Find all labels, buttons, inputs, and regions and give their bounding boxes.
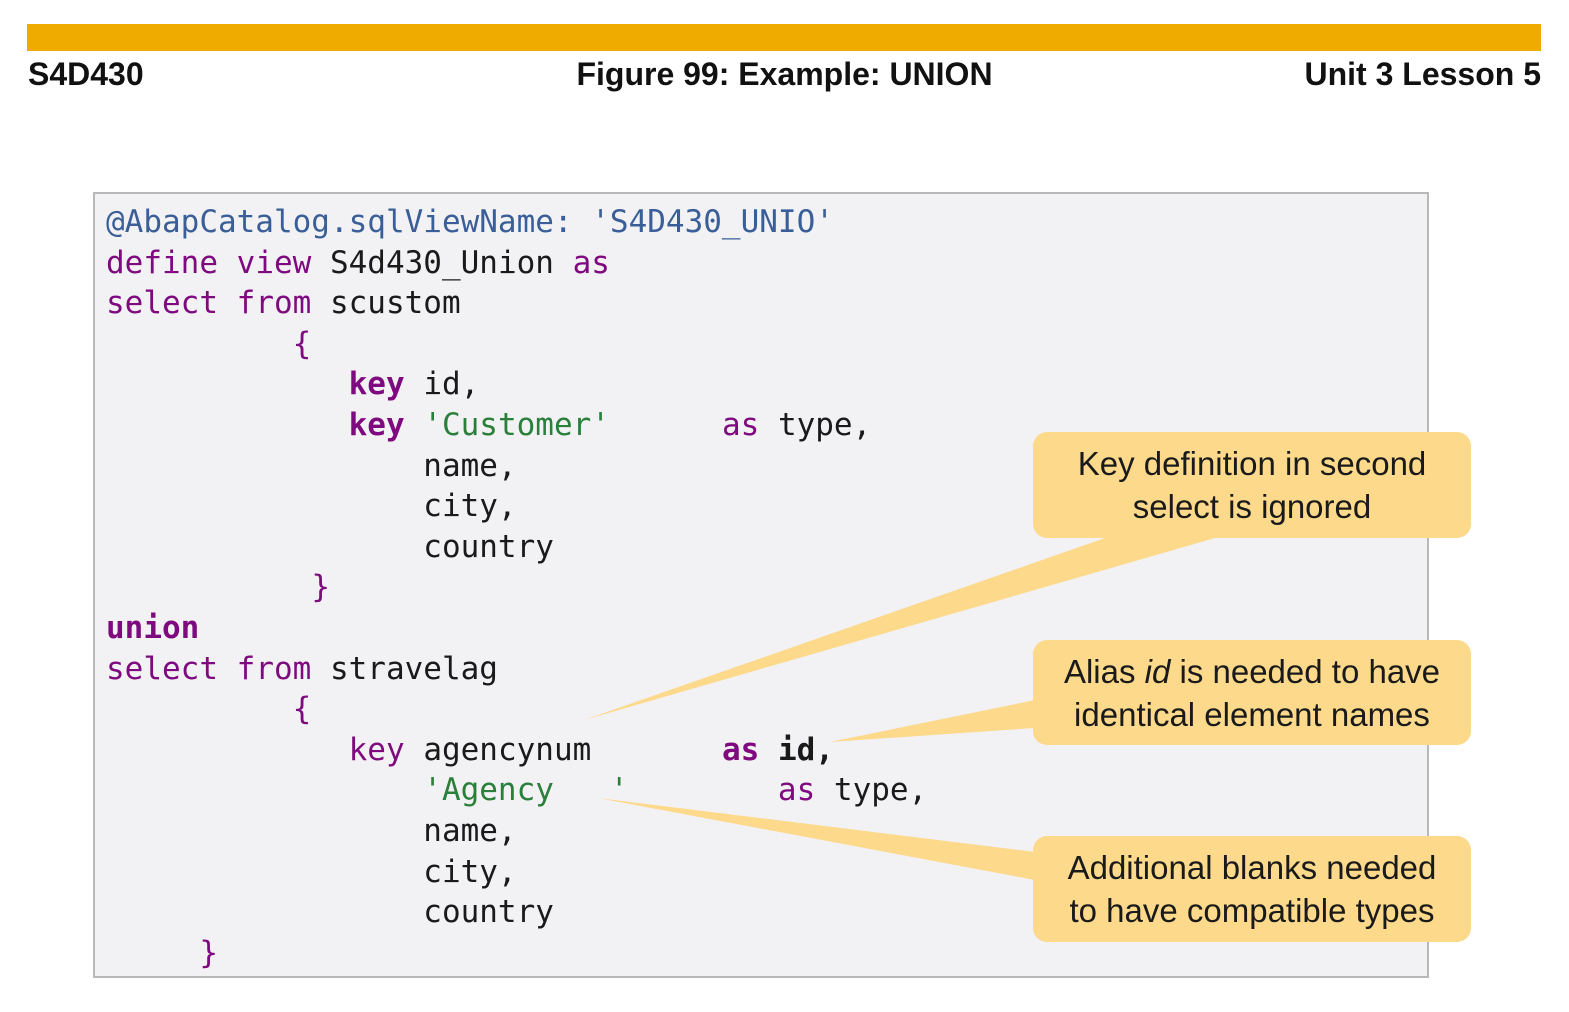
unit-lesson: Unit 3 Lesson 5 xyxy=(1304,56,1542,92)
code-line-3: select from scustom xyxy=(106,285,461,322)
callout-alias-line2: identical element names xyxy=(1074,695,1430,733)
code-line-7: name, xyxy=(423,447,517,484)
course-code: S4D430 xyxy=(28,56,144,92)
code-line-13: { xyxy=(292,691,312,728)
code-line-18: country xyxy=(423,894,554,931)
code-line-15: 'Agency ' as type, xyxy=(423,772,928,809)
callout-alias-post: is needed to have xyxy=(1170,652,1441,690)
code-line-4: { xyxy=(292,325,312,362)
cds-code-block: @AbapCatalog.sqlViewName: 'S4D430_UNIO'd… xyxy=(106,202,927,973)
code-line-6: key 'Customer' as type, xyxy=(348,406,872,443)
code-line-14: key agencynum as id, xyxy=(348,731,834,768)
callout-alias-emphasis: id xyxy=(1144,652,1171,690)
callout-alias: Alias id is needed to have identical ele… xyxy=(1033,640,1471,745)
callout-key-ignored-line2: select is ignored xyxy=(1132,488,1372,525)
code-line-19: } xyxy=(199,934,218,971)
callout-blanks: Additional blanks needed to have compati… xyxy=(1033,836,1471,942)
callout-alias-pre: Alias xyxy=(1063,652,1145,690)
code-line-8: city, xyxy=(423,488,517,525)
callout-key-ignored: Key definition in second select is ignor… xyxy=(1033,432,1471,538)
callout-blanks-line2: to have compatible types xyxy=(1069,892,1435,929)
code-line-5: key id, xyxy=(348,366,480,403)
callout-blanks-line1: Additional blanks needed xyxy=(1067,849,1437,886)
code-line-12: select from stravelag xyxy=(106,650,498,687)
code-line-1: @AbapCatalog.sqlViewName: 'S4D430_UNIO' xyxy=(106,204,834,240)
callout-key-ignored-line1: Key definition in second xyxy=(1077,445,1427,482)
code-line-10: } xyxy=(311,569,330,606)
code-line-9: country xyxy=(423,528,554,565)
code-line-17: city, xyxy=(423,853,517,890)
code-line-2: define view S4d430_Union as xyxy=(106,244,610,281)
figure-title: Figure 99: Example: UNION xyxy=(576,56,993,92)
code-line-16: name, xyxy=(423,812,517,849)
accent-bar xyxy=(27,24,1541,51)
code-line-11: union xyxy=(106,609,200,646)
